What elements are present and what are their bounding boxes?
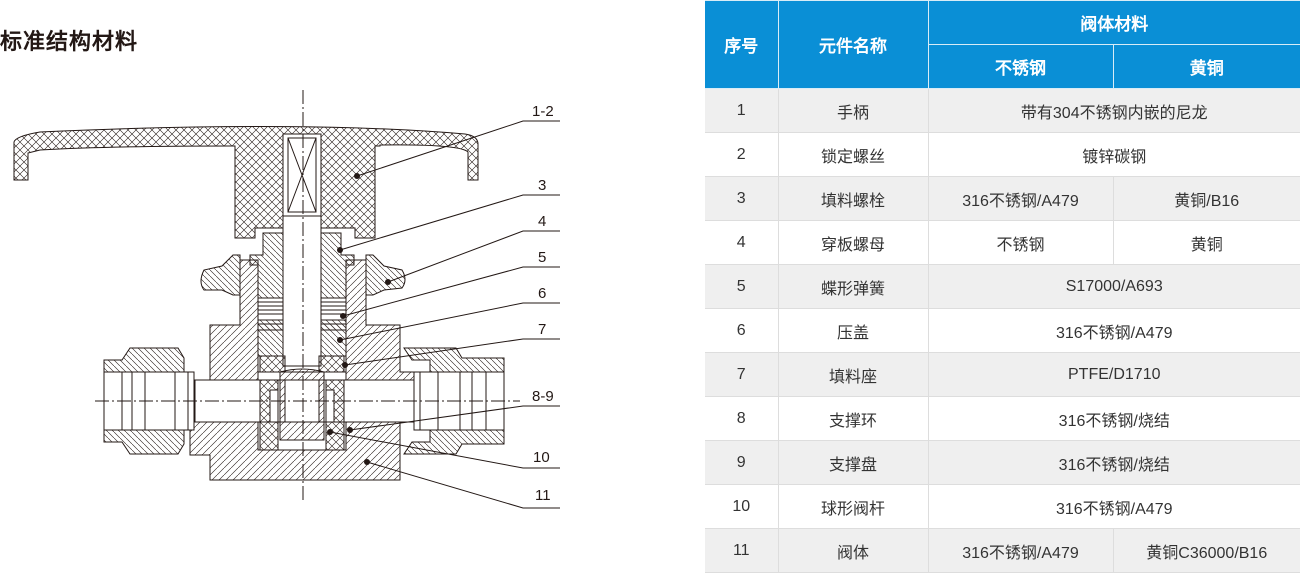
cell-material: 316不锈钢/烧结 <box>927 396 1300 441</box>
cell-no: 4 <box>705 220 779 265</box>
cell-name: 支撑环 <box>777 396 929 441</box>
callout-7: 7 <box>538 321 546 338</box>
callout-3: 3 <box>538 177 546 194</box>
cell-name: 填料座 <box>777 352 929 397</box>
cell-no: 10 <box>705 484 779 529</box>
valve-cross-section-diagram: 1-2 3 4 5 6 7 8-9 10 11 <box>13 90 560 509</box>
cell-name: 填料螺栓 <box>777 176 929 221</box>
cell-name: 手柄 <box>777 88 929 133</box>
callout-5: 5 <box>538 249 546 266</box>
callout-4: 4 <box>538 213 546 230</box>
cell-brass: 黄铜 <box>1112 220 1300 265</box>
cell-brass: 黄铜C36000/B16 <box>1112 528 1300 573</box>
valve-stem <box>282 215 322 367</box>
callout-11: 11 <box>535 487 551 504</box>
header-brass: 黄铜 <box>1112 44 1300 89</box>
page-title: 标准结构材料 <box>0 30 139 55</box>
cell-stainless: 316不锈钢/A479 <box>927 176 1114 221</box>
cell-name: 球形阀杆 <box>777 484 929 529</box>
header-no: 序号 <box>705 0 779 89</box>
cell-material: 316不锈钢/A479 <box>927 308 1300 353</box>
cell-brass: 黄铜/B16 <box>1112 176 1300 221</box>
cell-name: 阀体 <box>777 528 929 573</box>
packing-seat <box>259 355 286 373</box>
handle <box>13 125 479 239</box>
cell-name: 支撑盘 <box>777 440 929 485</box>
cell-name: 锁定螺丝 <box>777 132 929 177</box>
cell-no: 9 <box>705 440 779 485</box>
disc-springs <box>257 297 347 321</box>
callout-8-9: 8-9 <box>532 388 554 405</box>
cell-stainless: 316不锈钢/A479 <box>927 528 1114 573</box>
cell-material: S17000/A693 <box>927 264 1300 309</box>
cell-no: 8 <box>705 396 779 441</box>
gland <box>257 323 284 357</box>
cell-name: 穿板螺母 <box>777 220 929 265</box>
cell-material: PTFE/D1710 <box>927 352 1300 397</box>
cell-stainless: 不锈钢 <box>927 220 1114 265</box>
header-stainless: 不锈钢 <box>928 44 1114 89</box>
cell-name: 压盖 <box>777 308 929 353</box>
cell-no: 6 <box>705 308 779 353</box>
header-material: 阀体材料 <box>927 0 1300 45</box>
panel-nut <box>200 254 241 296</box>
cell-material: 316不锈钢/烧结 <box>927 440 1300 485</box>
cell-no: 5 <box>705 264 779 309</box>
cell-material: 镀锌碳钢 <box>927 132 1300 177</box>
header-name: 元件名称 <box>777 0 929 89</box>
callout-6: 6 <box>538 285 546 302</box>
cell-no: 7 <box>705 352 779 397</box>
cell-name: 蝶形弹簧 <box>777 264 929 309</box>
callout-10: 10 <box>533 449 550 466</box>
cell-material: 316不锈钢/A479 <box>927 484 1300 529</box>
cell-no: 1 <box>705 88 779 133</box>
cell-no: 2 <box>705 132 779 177</box>
cell-material: 带有304不锈钢内嵌的尼龙 <box>927 88 1300 133</box>
cell-no: 11 <box>705 528 779 573</box>
cell-no: 3 <box>705 176 779 221</box>
callout-1-2: 1-2 <box>532 103 554 120</box>
